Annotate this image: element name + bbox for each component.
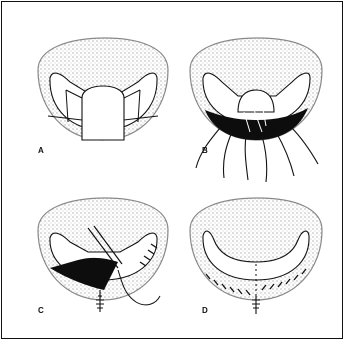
panel-label-d: D <box>202 306 208 315</box>
panel-a-central-flap <box>82 86 124 140</box>
panel-d: D <box>190 198 322 315</box>
panel-label-c: C <box>38 306 44 315</box>
panel-label-b: B <box>202 146 208 155</box>
panel-a: A <box>38 38 168 155</box>
panel-label-a: A <box>38 146 44 155</box>
panel-b: B <box>190 38 322 182</box>
panel-c: C <box>38 198 168 315</box>
